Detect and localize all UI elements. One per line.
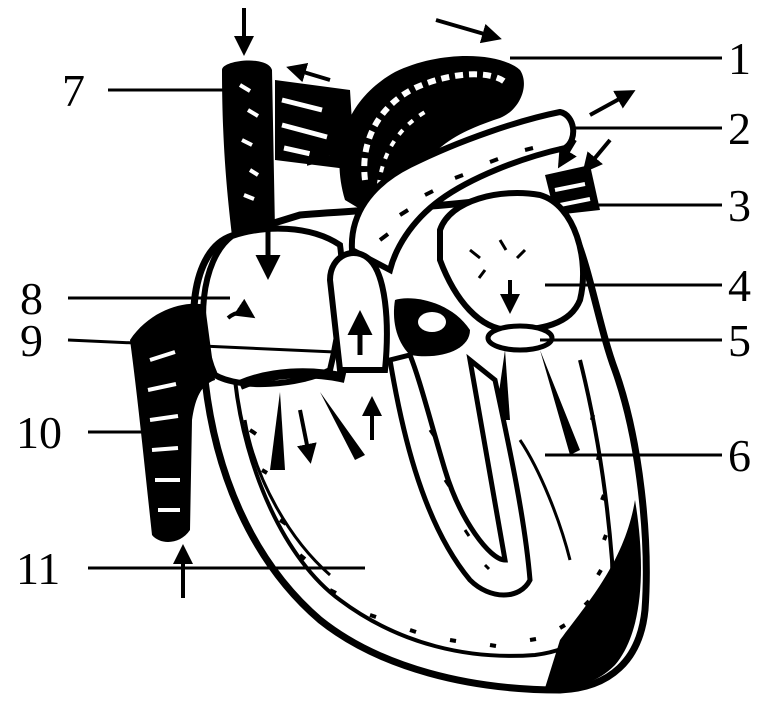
label-9: 9 xyxy=(20,315,43,366)
label-11: 11 xyxy=(16,543,60,594)
label-3: 3 xyxy=(728,180,751,231)
label-7: 7 xyxy=(62,65,85,116)
superior-vena-cava xyxy=(222,8,275,236)
label-5: 5 xyxy=(728,315,751,366)
label-10: 10 xyxy=(16,407,62,458)
label-1: 1 xyxy=(728,33,751,84)
label-2: 2 xyxy=(728,103,751,154)
label-4: 4 xyxy=(728,260,751,311)
inferior-vena-cava xyxy=(130,304,215,598)
right-atrium xyxy=(203,228,342,384)
label-6: 6 xyxy=(728,430,751,481)
